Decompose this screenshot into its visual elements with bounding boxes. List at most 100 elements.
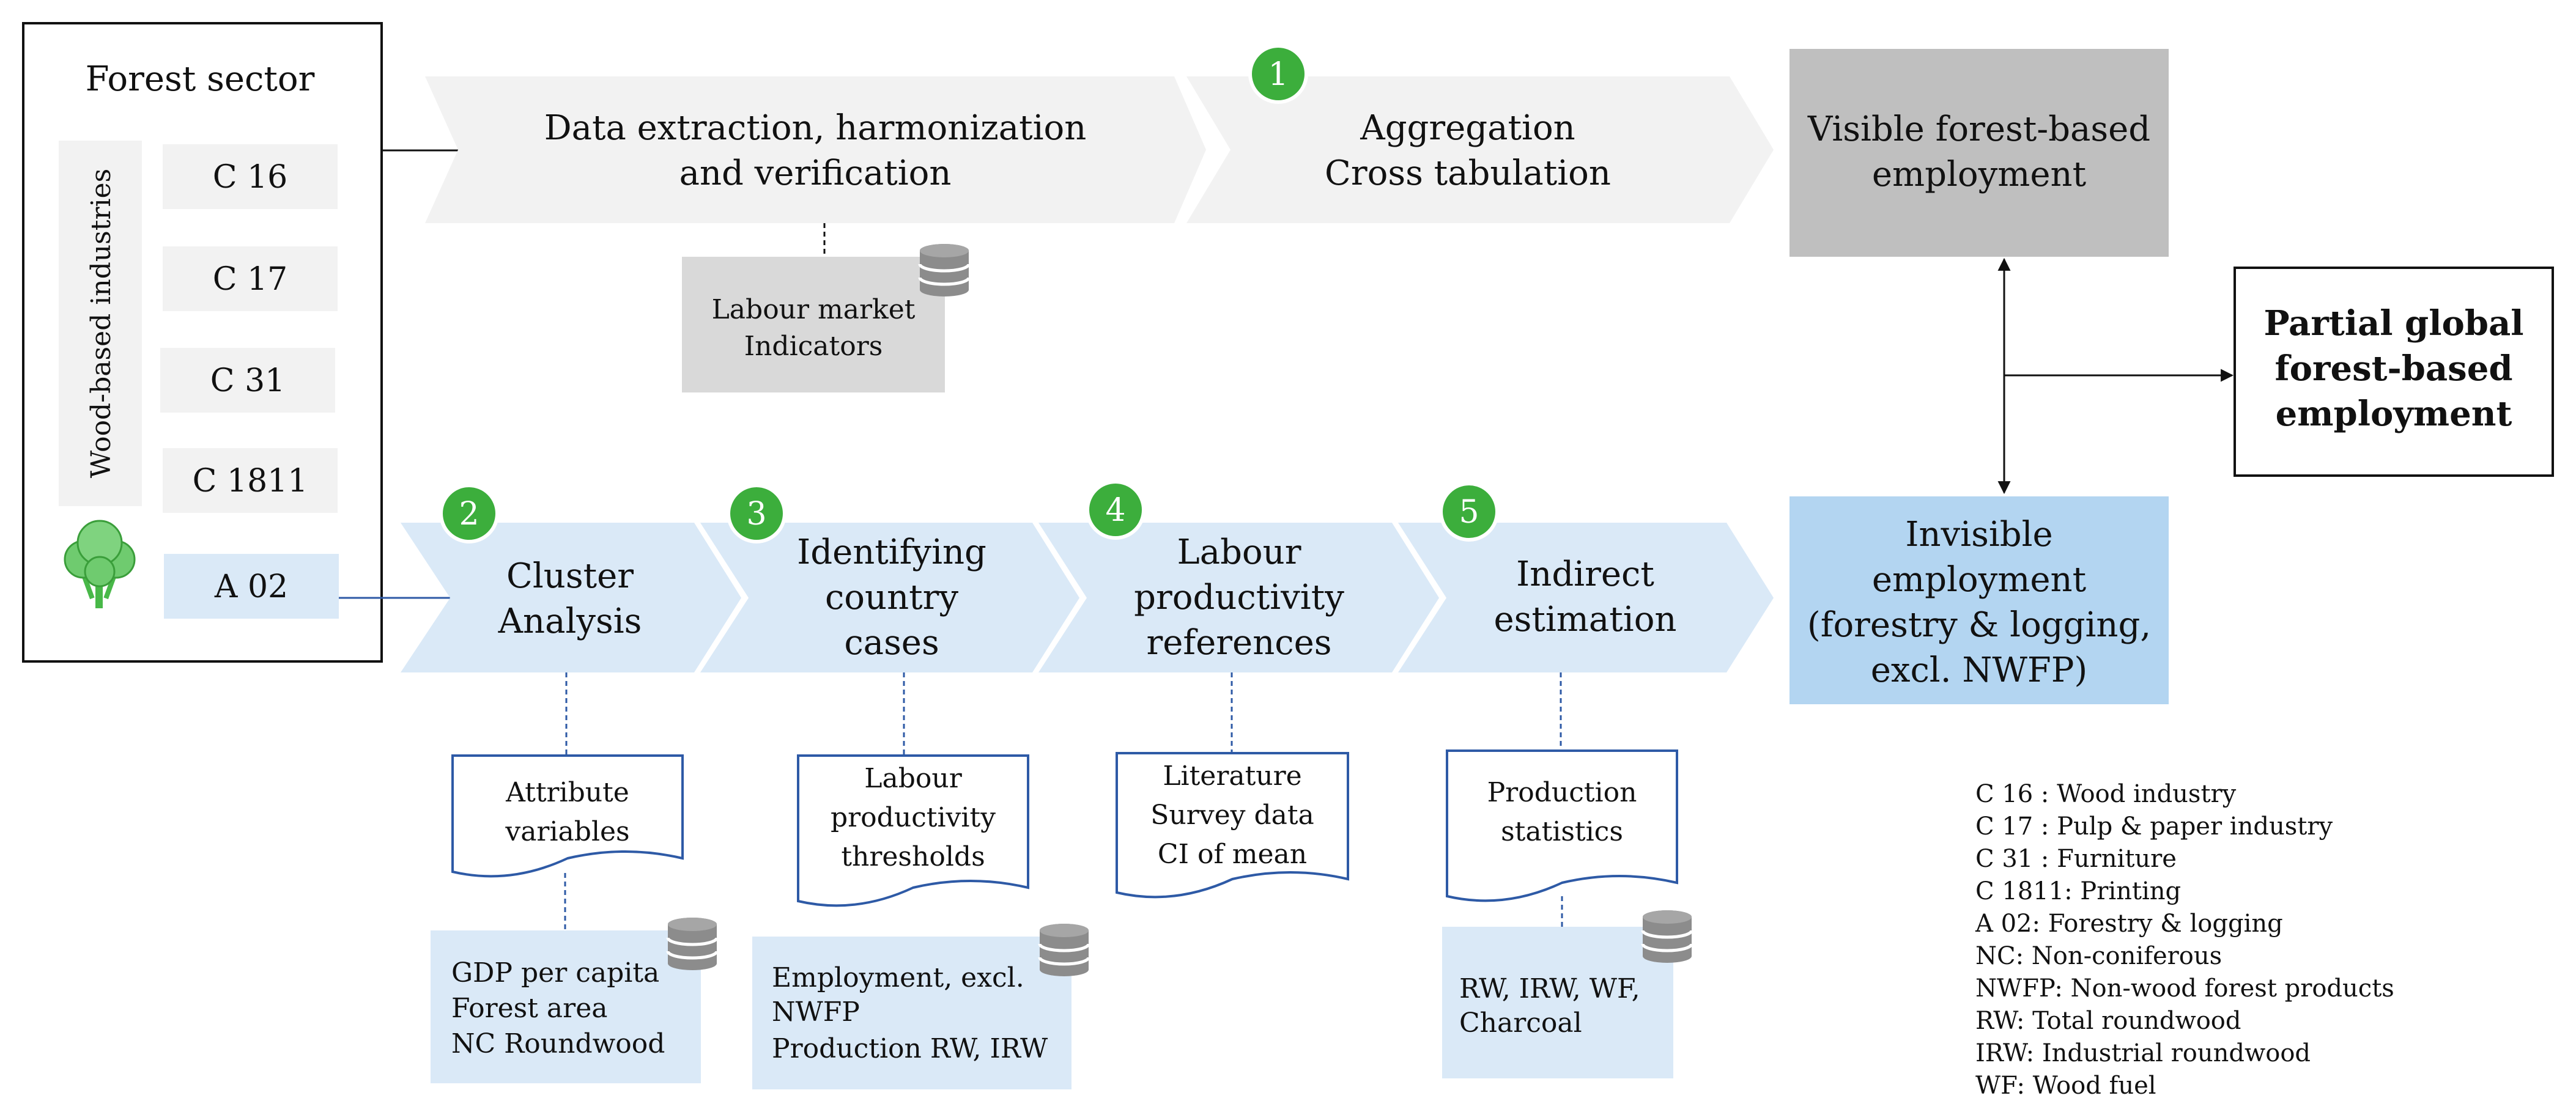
code-box-c31 xyxy=(160,348,335,413)
data-source-estimation xyxy=(1442,927,1673,1078)
document-production-statistics xyxy=(1446,749,1678,902)
data-extraction-line-2: and verification xyxy=(679,153,952,193)
labour-thresholds-line-3: thresholds xyxy=(841,841,985,872)
legend: C 16 : Wood industry C 17 : Pulp & paper… xyxy=(1975,780,2394,1100)
wood-based-industries-band xyxy=(59,141,142,506)
document-attribute-variables xyxy=(451,754,684,878)
visible-employment-line-1: Visible forest-based xyxy=(1807,109,2150,149)
data-source-cluster-line-2: Forest area xyxy=(451,993,607,1024)
code-box-c16 xyxy=(163,144,338,209)
code-label-c31: C 31 xyxy=(210,363,285,399)
step-badge-1: 1 xyxy=(1248,44,1308,104)
data-source-cases xyxy=(752,937,1071,1089)
legend-item: NWFP: Non-wood forest products xyxy=(1975,974,2394,1003)
attribute-variables-line-1: Attribute xyxy=(505,777,629,808)
document-labour-thresholds xyxy=(797,754,1029,907)
data-extraction-line-1: Data extraction, harmonization xyxy=(544,108,1087,148)
step-badge-4: 4 xyxy=(1086,480,1146,540)
data-source-cluster-line-3: NC Roundwood xyxy=(451,1028,665,1059)
identifying-cases-line-2: country xyxy=(825,578,958,617)
data-source-cases-line-1: Employment, excl. xyxy=(772,962,1024,993)
invisible-employment-line-1: Invisible xyxy=(1905,515,2052,554)
labour-references-line-3: references xyxy=(1147,623,1332,663)
invisible-employment-line-4: excl. NWFP) xyxy=(1871,650,2088,690)
aggregation-line-1: Aggregation xyxy=(1360,108,1575,148)
data-source-estimation-line-1: RW, IRW, WF, xyxy=(1459,973,1640,1004)
arrow-indirect-estimation xyxy=(1398,523,1774,672)
cluster-analysis-line-1: Cluster xyxy=(506,556,634,596)
svg-text:1: 1 xyxy=(1268,56,1288,93)
forest-sector-panel: Forest sector Wood-based industries C 16… xyxy=(22,22,383,663)
arrow-labour-references xyxy=(1038,523,1439,672)
wood-based-industries-label: Wood-based industries xyxy=(86,169,117,478)
svg-text:5: 5 xyxy=(1459,494,1479,531)
step-badge-5: 5 xyxy=(1439,482,1499,542)
code-label-c17: C 17 xyxy=(213,261,287,298)
literature-line-2: Survey data xyxy=(1150,800,1314,831)
legend-item: C 1811: Printing xyxy=(1975,877,2181,905)
invisible-employment-line-2: employment xyxy=(1872,560,2087,600)
database-icon xyxy=(920,244,969,296)
indirect-estimation-line-1: Indirect xyxy=(1516,554,1654,594)
data-source-cases-line-3: Production RW, IRW xyxy=(772,1033,1048,1064)
literature-line-3: CI of mean xyxy=(1158,839,1307,870)
arrow-cluster-analysis xyxy=(401,523,741,672)
legend-item: C 16 : Wood industry xyxy=(1975,780,2237,808)
arrow-identifying-cases xyxy=(700,523,1079,672)
tree-icon xyxy=(64,520,136,608)
svg-text:3: 3 xyxy=(746,496,766,532)
visible-employment-line-2: employment xyxy=(1872,155,2087,194)
legend-item: WF: Wood fuel xyxy=(1975,1072,2156,1100)
step-badge-2: 2 xyxy=(439,484,499,543)
legend-item: A 02: Forestry & logging xyxy=(1975,910,2283,938)
data-source-estimation-line-2: Charcoal xyxy=(1459,1007,1582,1039)
labour-thresholds-line-2: productivity xyxy=(831,802,996,833)
invisible-employment-box xyxy=(1790,496,2169,704)
production-statistics-line-2: statistics xyxy=(1501,816,1623,847)
partial-global-line-2: forest-based xyxy=(2275,348,2513,389)
partial-global-line-1: Partial global xyxy=(2263,303,2523,344)
data-source-cluster xyxy=(431,930,701,1083)
forest-sector-title: Forest sector xyxy=(86,59,315,99)
labour-thresholds-line-1: Labour xyxy=(864,763,962,794)
production-statistics-line-1: Production xyxy=(1487,777,1637,808)
code-label-c1811: C 1811 xyxy=(193,463,308,499)
svg-text:2: 2 xyxy=(459,496,479,532)
code-box-c1811 xyxy=(163,448,338,513)
partial-global-box xyxy=(2234,267,2554,477)
labour-references-line-2: productivity xyxy=(1134,578,1344,617)
code-label-c16: C 16 xyxy=(213,159,287,196)
code-box-a02 xyxy=(164,554,339,619)
aggregation-line-2: Cross tabulation xyxy=(1325,153,1611,193)
svg-text:4: 4 xyxy=(1105,492,1125,529)
identifying-cases-line-1: Identifying xyxy=(797,532,986,572)
code-label-a02: A 02 xyxy=(214,569,288,605)
database-icon xyxy=(668,918,717,970)
legend-item: NC: Non-coniferous xyxy=(1975,942,2222,970)
labour-market-box xyxy=(682,257,945,392)
legend-item: C 31 : Furniture xyxy=(1975,845,2177,873)
indirect-estimation-line-2: estimation xyxy=(1494,600,1677,639)
database-icon xyxy=(1643,910,1692,963)
legend-item: C 17 : Pulp & paper industry xyxy=(1975,812,2333,841)
arrow-data-extraction xyxy=(425,76,1206,223)
labour-market-line-2: Indicators xyxy=(744,331,883,362)
labour-market-line-1: Labour market xyxy=(712,294,916,325)
data-source-cases-line-2: NWFP xyxy=(772,996,860,1028)
step-badge-3: 3 xyxy=(727,484,786,543)
partial-global-line-3: employment xyxy=(2276,394,2512,434)
attribute-variables-line-2: variables xyxy=(505,816,629,847)
legend-item: IRW: Industrial roundwood xyxy=(1975,1039,2311,1067)
literature-line-1: Literature xyxy=(1163,760,1301,792)
data-source-cluster-line-1: GDP per capita xyxy=(451,957,659,989)
cluster-analysis-line-2: Analysis xyxy=(498,602,642,641)
document-literature xyxy=(1116,752,1349,899)
visible-employment-box xyxy=(1790,49,2169,257)
invisible-employment-line-3: (forestry & logging, xyxy=(1807,605,2151,645)
labour-references-line-1: Labour xyxy=(1177,532,1301,572)
arrow-aggregation xyxy=(1186,76,1774,223)
code-box-c17 xyxy=(163,246,338,311)
database-icon xyxy=(1040,924,1089,976)
legend-item: RW: Total roundwood xyxy=(1975,1007,2241,1035)
